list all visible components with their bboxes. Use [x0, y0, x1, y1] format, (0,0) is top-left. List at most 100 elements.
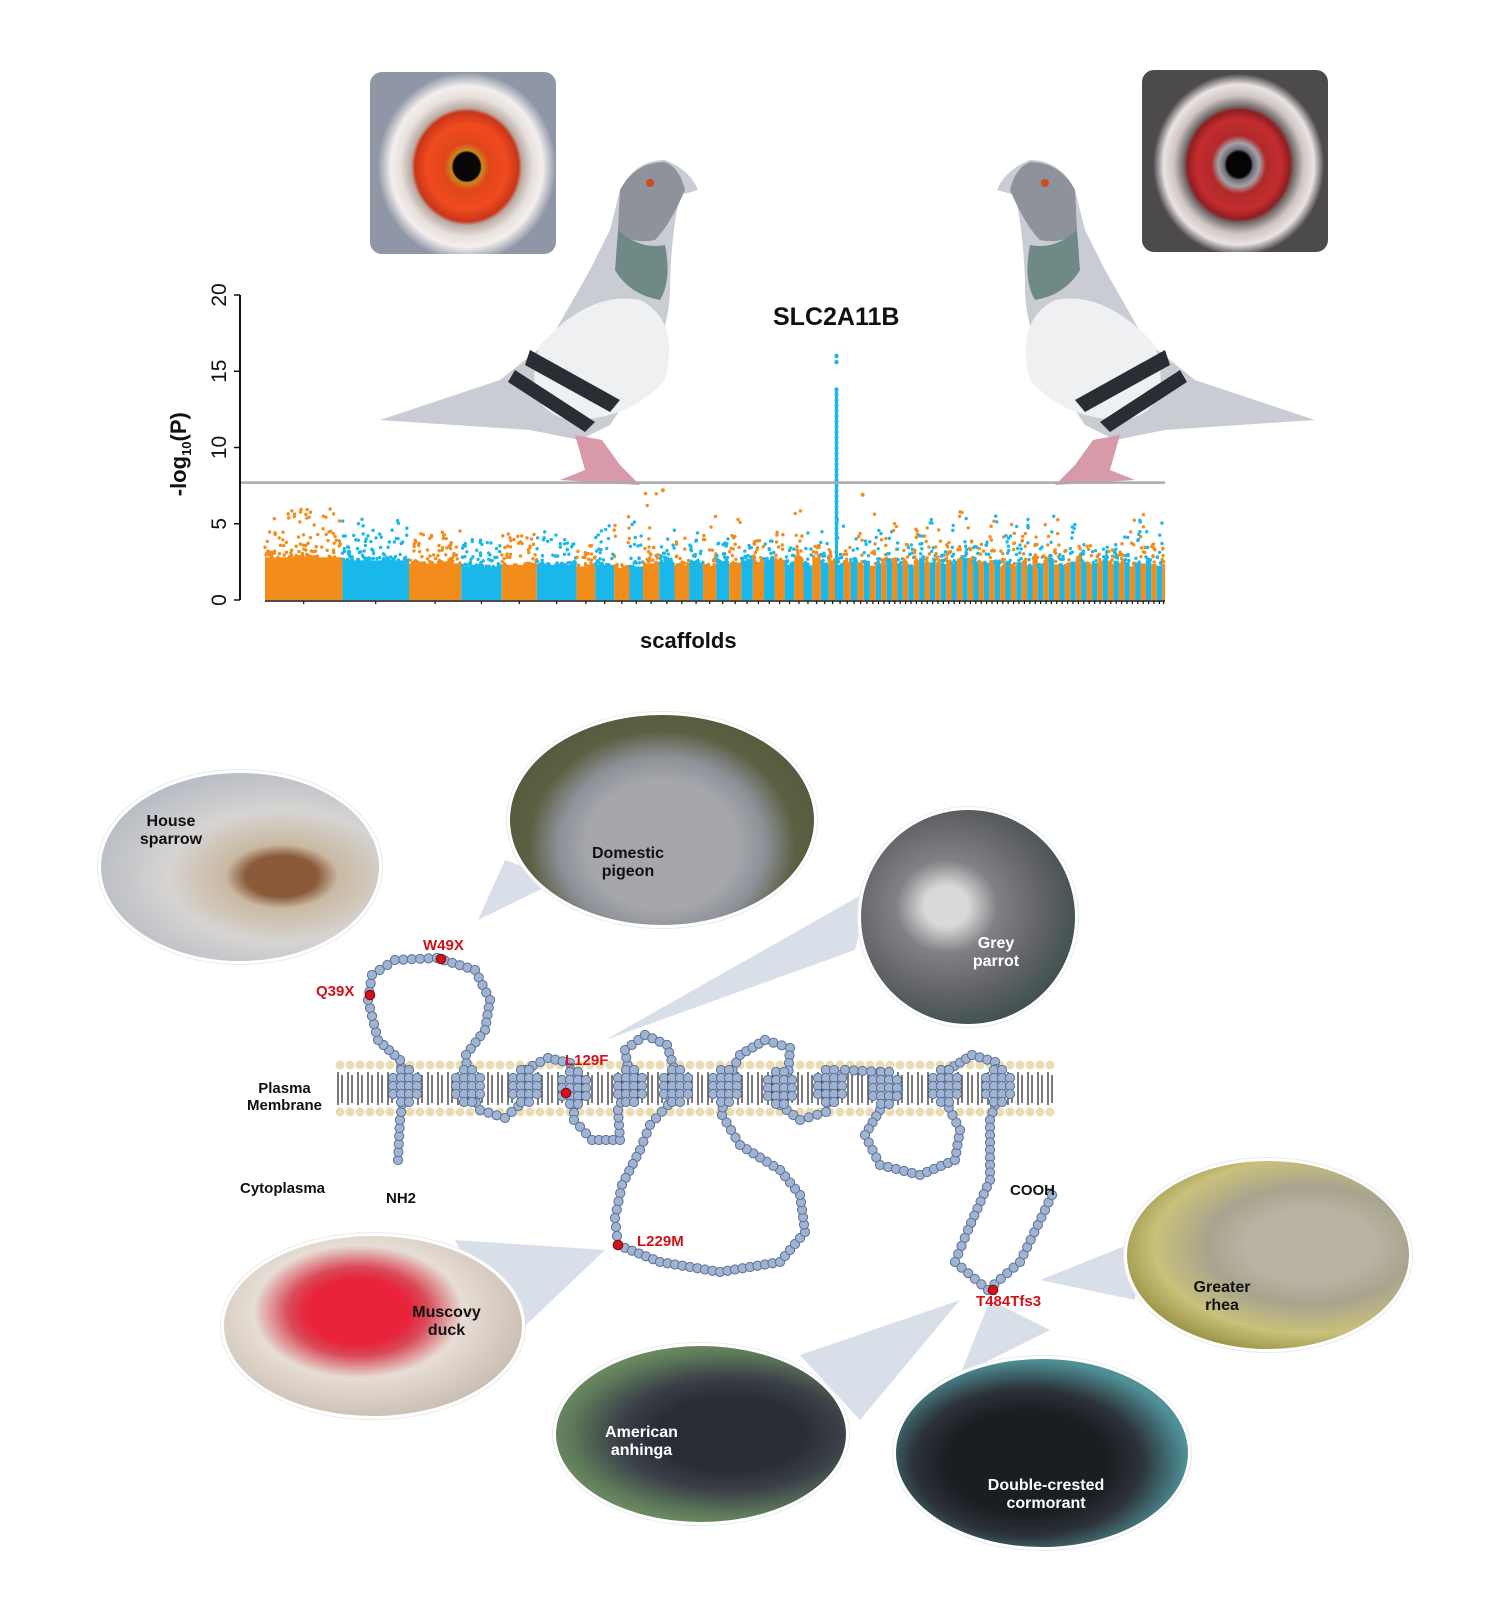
snp-point [702, 533, 706, 538]
snp-point [460, 546, 465, 550]
lipid-head [735, 1107, 745, 1117]
snp-point [478, 553, 483, 558]
amino-acid-residue [788, 1109, 799, 1121]
snp-point [956, 548, 960, 552]
snp-point [1068, 546, 1073, 551]
snp-point [752, 554, 756, 558]
bird-name-grey-parrot-1: Grey [977, 935, 1015, 952]
snp-point [753, 550, 758, 555]
snp-point [633, 559, 637, 564]
amino-acid-residue [365, 978, 376, 989]
snp-point [927, 545, 931, 549]
lipid-head [595, 1107, 605, 1117]
transmembrane-helix-residue [628, 1096, 640, 1108]
snp-point [702, 537, 707, 542]
snp-point [858, 531, 862, 536]
snp-point [820, 530, 824, 534]
lipid-head [1035, 1060, 1045, 1070]
mutation-label-q39x: Q39X [316, 983, 355, 1000]
snp-point [1070, 536, 1074, 540]
snp-point [672, 546, 676, 550]
bird-name-domestic-pigeon-1: Domestic [591, 845, 665, 862]
snp-point [914, 527, 918, 531]
transmembrane-helix-residue [466, 1096, 478, 1108]
snp-point [899, 560, 903, 565]
snp-point [465, 563, 469, 567]
snp-point [444, 536, 448, 541]
amino-acid-residue [506, 1106, 517, 1118]
transmembrane-helix-residue [731, 1088, 743, 1100]
snp-point [371, 556, 376, 561]
snp-point [392, 540, 397, 544]
scaffold-block [886, 560, 893, 600]
snp-point-peak [834, 408, 839, 413]
snp-point [781, 533, 785, 537]
lipid-head [405, 1107, 415, 1117]
snp-point-peak [834, 499, 839, 504]
snp-point [1063, 563, 1068, 568]
amino-acid-residue [949, 1256, 961, 1268]
snp-point [324, 515, 328, 519]
amino-acid-residue [725, 1124, 737, 1136]
snp-point [932, 557, 936, 561]
transmembrane-helix-residue [674, 1096, 686, 1108]
snp-point [816, 544, 820, 548]
snp-point-peak [834, 488, 839, 493]
amino-acid-residue [616, 1179, 628, 1191]
snp-point [1086, 547, 1091, 552]
snp-point [636, 544, 640, 548]
snp-point [491, 564, 495, 569]
lipid-head [695, 1060, 705, 1070]
snp-point [659, 554, 663, 558]
snp-point [439, 560, 444, 564]
snp-point [332, 555, 337, 559]
snp-point [1095, 555, 1100, 559]
bird-name-greater-rhea-2: rhea [1205, 1297, 1239, 1315]
snp-point [851, 548, 855, 552]
snp-point-peak [834, 419, 839, 424]
snp-point [1114, 547, 1118, 551]
snp-point [565, 541, 570, 545]
snp-point [1134, 556, 1138, 561]
mutation-sites [364, 953, 999, 1296]
snp-point [648, 526, 652, 530]
snp-point [866, 554, 871, 558]
snp-point [298, 555, 303, 559]
amino-acid-residue [609, 1212, 621, 1224]
snp-point [569, 545, 574, 549]
snp-point [686, 558, 691, 563]
snp-point [937, 559, 942, 563]
snp-point [371, 551, 376, 556]
snp-point [528, 561, 533, 566]
snp-point [474, 548, 479, 552]
callout-grey-parrot [605, 890, 870, 1040]
snp-point [934, 551, 938, 556]
snp-point [470, 537, 474, 542]
snp-point [798, 555, 803, 560]
bird-photo-greater-rhea: Greater rhea [1124, 1158, 1412, 1352]
snp-point [960, 510, 964, 515]
snp-point [1123, 557, 1128, 562]
snp-point [498, 544, 502, 548]
snp-point [966, 526, 970, 530]
snp-point [767, 547, 772, 552]
snp-point [819, 540, 823, 545]
snp-point [554, 533, 558, 537]
snp-point [270, 550, 274, 555]
scaffold-block [1102, 559, 1109, 600]
snp-point [896, 563, 901, 567]
lipid-head [415, 1107, 425, 1117]
mutation-site-w49x [435, 953, 447, 965]
snp-point [1009, 522, 1014, 527]
snp-point-peak [834, 392, 839, 397]
snp-point [1005, 540, 1009, 544]
snp-point [1073, 522, 1077, 527]
snp-point [297, 549, 301, 554]
lipid-head [975, 1107, 985, 1117]
snp-point [639, 543, 643, 547]
snp-point [749, 545, 754, 550]
snp-point [827, 548, 831, 552]
snp-point [1015, 524, 1019, 529]
